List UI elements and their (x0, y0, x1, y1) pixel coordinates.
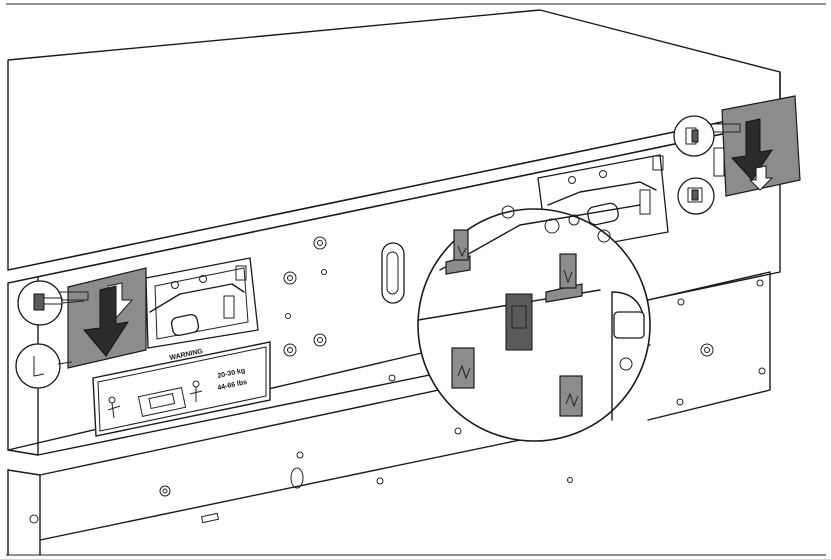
right-release-tab (705, 95, 801, 197)
clip-bottom-right (559, 375, 583, 417)
clip-bottom-left (451, 347, 475, 389)
rail-slot (200, 512, 220, 524)
left-down-arrow (83, 285, 130, 357)
warning-label: WARNING 20-30 kg 44-66 lbs (92, 341, 271, 437)
left-release-tab (59, 267, 147, 369)
server-icon (137, 387, 187, 417)
right-callout-circles (673, 115, 715, 215)
vertical-slot (381, 242, 405, 304)
chassis-top-edge (7, 109, 781, 271)
left-callout-circles (15, 280, 85, 389)
lifting-person-icon (107, 380, 203, 419)
rail-bottom-line (39, 439, 521, 541)
center-latch (505, 293, 533, 351)
rail-right-section (647, 271, 771, 421)
detail-magnifier (417, 204, 651, 442)
right-down-arrow (730, 118, 774, 181)
chassis-front-face (7, 121, 781, 451)
left-handle-assembly (145, 257, 259, 349)
clip-top-right (545, 253, 583, 303)
clip-top-left (445, 229, 471, 275)
oval-slot (290, 467, 304, 489)
